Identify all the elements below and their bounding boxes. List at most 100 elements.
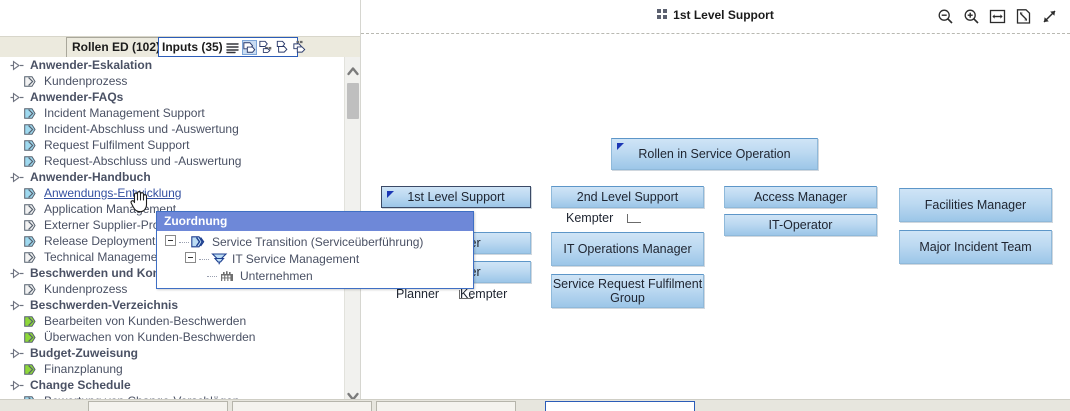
diagram-title: 1st Level Support xyxy=(673,8,774,22)
popup-row-unternehmen[interactable]: Unternehmen xyxy=(163,268,473,285)
bottom-chip-2[interactable] xyxy=(232,401,372,411)
diagram-caption-caption-kempter-2: Kempter xyxy=(460,287,508,301)
tree-item-group[interactable]: Budget-Zuweisung xyxy=(0,345,344,361)
diagram-node-1st-level-support[interactable]: 1st Level Support xyxy=(381,186,531,208)
tree-item-label: Beschwerden-Verzeichnis xyxy=(30,298,179,312)
zoom-in-icon[interactable] xyxy=(963,8,980,25)
tree-item-leaf[interactable]: Kundenprozess xyxy=(0,281,344,297)
fit-width-icon[interactable] xyxy=(989,8,1006,25)
process-arrow-cyan-icon xyxy=(24,187,40,199)
popup-row-it-service-management[interactable]: IT Service Management xyxy=(163,251,473,268)
process-arrow-icon[interactable] xyxy=(241,39,257,55)
bottom-chip-active[interactable] xyxy=(545,401,695,411)
tab-inputs[interactable]: Inputs (35) xyxy=(158,37,306,57)
diagram-node-rollen-in-service-operation[interactable]: Rollen in Service Operation xyxy=(611,138,818,170)
grid-squares-icon xyxy=(657,9,668,20)
tab-rollen-ed[interactable]: Rollen ED (102) xyxy=(66,37,167,57)
process-arrow-white-icon xyxy=(24,75,40,87)
tree-item-label: Incident-Abschluss und -Auswertung xyxy=(44,122,239,136)
diagram-node-it-operator[interactable]: IT-Operator xyxy=(724,214,877,236)
tree-item-leaf[interactable]: Request-Abschluss und -Auswertung xyxy=(0,153,344,169)
tree-item-leaf[interactable]: Incident Management Support xyxy=(0,105,344,121)
process-arrow-green-icon xyxy=(24,315,40,327)
bottom-window-strip xyxy=(0,399,1070,411)
diagram-node-label: IT-Operator xyxy=(768,218,833,232)
tree-item-label: Anwender-Handbuch xyxy=(30,170,151,184)
expander-collapsed-icon[interactable] xyxy=(10,59,26,71)
tree-item-leaf[interactable]: Release Deployment xyxy=(0,233,344,249)
expander-collapsed-icon[interactable] xyxy=(10,379,26,391)
connector-line xyxy=(459,290,460,299)
expander-collapsed-icon[interactable] xyxy=(10,91,26,103)
connector-line xyxy=(627,214,628,223)
tree-item-label: Anwendungs-Entwicklung xyxy=(44,186,182,200)
tree-item-group[interactable]: Change Schedule xyxy=(0,377,344,393)
expander-collapsed-icon[interactable] xyxy=(10,171,26,183)
process-arrow-green-icon xyxy=(24,363,40,375)
process-arrow-white-icon xyxy=(24,203,40,215)
zoom-out-icon[interactable] xyxy=(937,8,954,25)
tree-item-leaf[interactable]: Request Fulfilment Support xyxy=(0,137,344,153)
fit-page-icon[interactable] xyxy=(1015,8,1032,25)
company-building-icon xyxy=(219,270,236,282)
process-arrow-blue-icon xyxy=(191,236,208,248)
tree-item-group[interactable]: Beschwerden-Verzeichnis xyxy=(0,297,344,313)
diagram-node-facilities-manager[interactable]: Facilities Manager xyxy=(899,188,1052,222)
diagram-node-2nd-level-support[interactable]: 2nd Level Support xyxy=(551,186,704,208)
process-arrow-cyan-icon xyxy=(24,235,40,247)
tree-item-leaf[interactable]: Überwachen von Kunden-Beschwerden xyxy=(0,329,344,345)
diagram-node-label: IT Operations Manager xyxy=(563,242,692,256)
tree-item-label: Technical Management xyxy=(44,250,168,264)
process-arrow-white-icon xyxy=(24,283,40,295)
tree-connector-dots xyxy=(179,242,189,243)
tree-item-group[interactable]: Anwender-Eskalation xyxy=(0,57,344,73)
diagram-canvas[interactable]: Rollen in Service Operation 1st Level Sup… xyxy=(361,34,1070,400)
list-view-icon[interactable] xyxy=(225,40,240,55)
process-arrow-green-icon xyxy=(24,331,40,343)
tree-item-label: Kundenprozess xyxy=(44,74,128,88)
popup-row-service-transition[interactable]: Service Transition (Serviceüberführung) xyxy=(163,234,473,251)
diagram-node-service-request-fulfilment-group[interactable]: Service Request Fulfilment Group xyxy=(551,274,704,308)
bottom-chip-3[interactable] xyxy=(376,401,516,411)
process-arrow-group-icon[interactable] xyxy=(293,40,308,55)
bottom-chip-1[interactable] xyxy=(88,401,228,411)
tree-item-label: Anwender-FAQs xyxy=(30,90,124,104)
expander-collapsed-icon[interactable] xyxy=(10,299,26,311)
tree-item-label: Request-Abschluss und -Auswertung xyxy=(44,154,242,168)
diagram-caption-caption-kempter-1: Kempter xyxy=(566,211,614,225)
tree-item-group[interactable]: Anwender-Handbuch xyxy=(0,169,344,185)
diagram-node-it-operations-manager[interactable]: IT Operations Manager xyxy=(551,232,704,266)
diagram-toolbar xyxy=(937,8,1058,25)
tree-item-leaf[interactable]: Bearbeiten von Kunden-Beschwerden xyxy=(0,313,344,329)
tree-connector-dots xyxy=(199,259,209,260)
diagram-node-access-manager[interactable]: Access Manager xyxy=(724,186,877,208)
tree-item-leaf[interactable]: Kundenprozess xyxy=(0,73,344,89)
funnel-icon xyxy=(211,253,228,265)
diagram-node-major-incident-team[interactable]: Major Incident Team xyxy=(899,230,1052,264)
tree-item-leaf[interactable]: Incident-Abschluss und -Auswertung xyxy=(0,121,344,137)
expand-diagonal-icon[interactable] xyxy=(1041,8,1058,25)
collapse-minus-icon[interactable] xyxy=(185,252,196,263)
roles-tree-panel: Rollen ED (102) Inputs (35) xyxy=(0,0,360,411)
expander-collapsed-icon[interactable] xyxy=(10,267,26,279)
tree-item-group[interactable]: Anwender-FAQs xyxy=(0,89,344,105)
tree-item-leaf[interactable]: Finanzplanung xyxy=(0,361,344,377)
scroll-up-arrow-icon[interactable] xyxy=(345,63,360,80)
process-arrow-hierarchy-icon[interactable] xyxy=(259,40,274,55)
collapse-minus-icon[interactable] xyxy=(165,235,176,246)
expander-collapsed-icon[interactable] xyxy=(10,347,26,359)
process-arrow-cyan-icon xyxy=(24,155,40,167)
process-arrow-outline-icon[interactable] xyxy=(276,40,291,55)
tree-item-leaf[interactable]: Anwendungs-Entwicklung xyxy=(0,185,344,201)
tree-connector-dots xyxy=(207,276,217,277)
tree-item-leaf[interactable]: Technical Management xyxy=(0,249,344,265)
popup-tree[interactable]: Service Transition (Serviceüberführung) … xyxy=(157,231,473,285)
tree-item-label: Überwachen von Kunden-Beschwerden xyxy=(44,330,256,344)
tree-item-label: Request Fulfilment Support xyxy=(44,138,190,152)
panel-tabstrip: Rollen ED (102) Inputs (35) xyxy=(0,36,360,58)
process-arrow-white-icon xyxy=(24,251,40,263)
scrollbar-thumb[interactable] xyxy=(347,83,359,119)
tree-item-leaf[interactable]: Externer Supplier-Prozess xyxy=(0,217,344,233)
tab-inputs-label: Inputs (35) xyxy=(162,39,223,54)
